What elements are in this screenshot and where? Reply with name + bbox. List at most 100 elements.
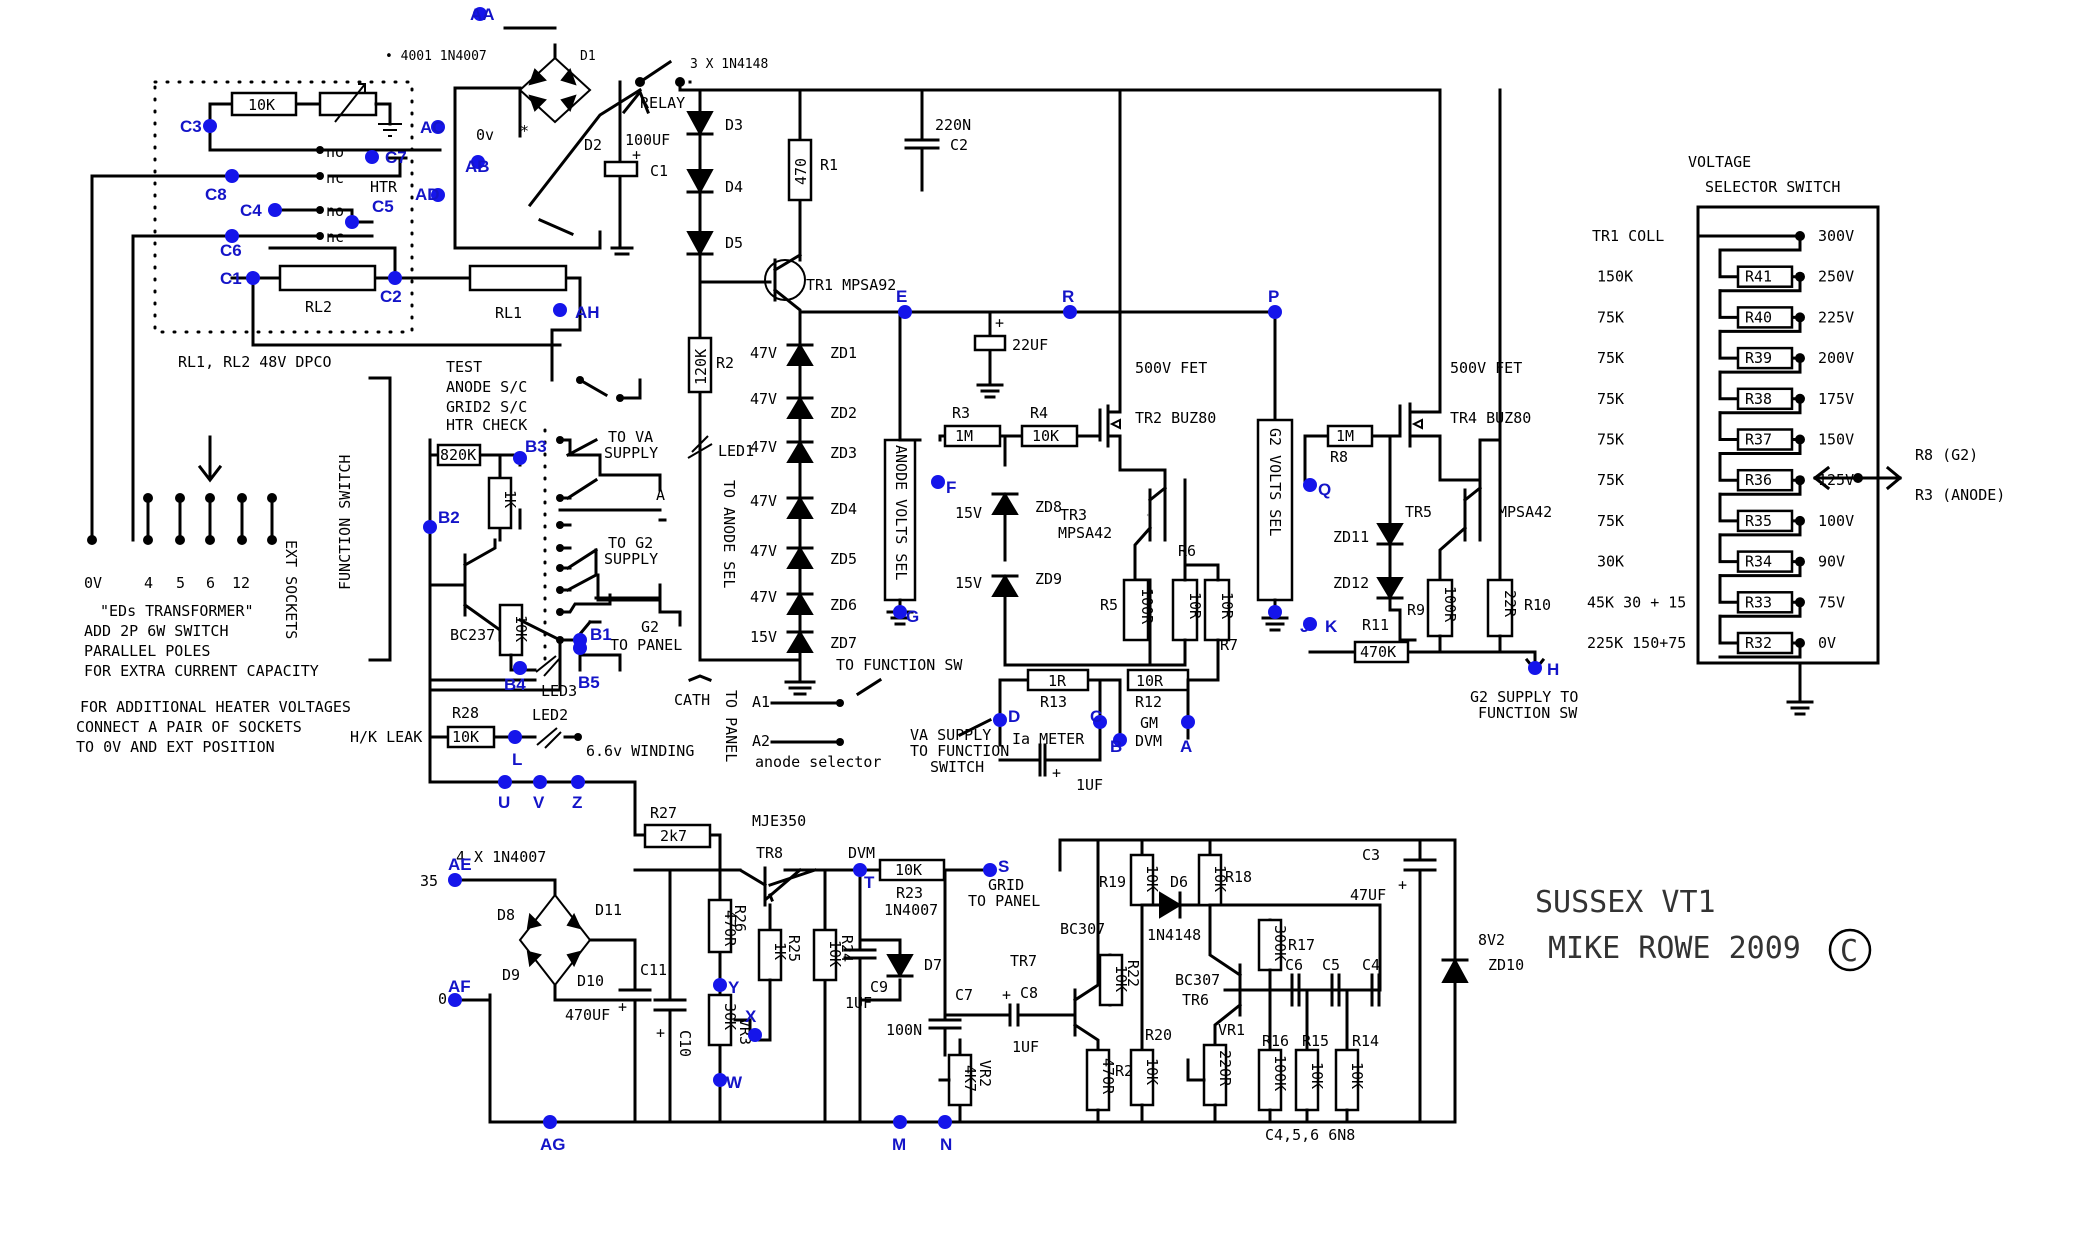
label-r24-value: 10K <box>826 940 844 967</box>
selector-volt-1: 250V <box>1818 268 1854 286</box>
resistor-r2 <box>687 336 713 394</box>
relay-coil-rl1 <box>468 264 568 292</box>
selector-volt-6: 125V <box>1818 471 1854 489</box>
label-to-g2: TO G2 <box>608 534 653 552</box>
test-point-ab <box>471 155 485 169</box>
label-220n: 220N <box>935 116 971 134</box>
selector-volt-9: 75V <box>1818 593 1845 611</box>
relay-coil-rl2 <box>278 264 377 292</box>
label-grid-to-panel: TO PANEL <box>968 892 1040 910</box>
selector-left-2: 75K <box>1597 308 1624 326</box>
selector-res-label-9: R33 <box>1745 593 1772 611</box>
selector-res-label-2: R40 <box>1745 308 1772 326</box>
label-r19-value: 10K <box>1143 865 1161 892</box>
label-r22: R22 <box>1124 960 1142 987</box>
test-point-b5 <box>573 641 587 655</box>
label-tr1: TR1 MPSA92 <box>806 276 896 294</box>
test-point-k <box>1303 617 1317 631</box>
label-test: TEST <box>446 358 482 376</box>
selector-left-9: 45K 30 + 15 <box>1587 593 1686 611</box>
label-relay: RELAY <box>640 94 685 112</box>
test-point-label-x: X <box>745 1007 757 1026</box>
test-point-c <box>1093 715 1107 729</box>
test-point-label-r: R <box>1062 287 1074 306</box>
selector-box <box>1696 205 1880 665</box>
test-point-h <box>1528 661 1542 675</box>
label-to-anode-sel: TO ANODE SEL <box>720 480 738 588</box>
label-r16-value: 100K <box>1271 1055 1289 1091</box>
label-r26-value: 470R <box>721 910 739 947</box>
label-d1d: D1 <box>580 49 596 64</box>
selector-resistor-r41 <box>1736 265 1794 288</box>
label-r19: R19 <box>1099 873 1126 891</box>
selector-resistor-r36 <box>1736 468 1794 492</box>
test-point-label-c3: C3 <box>180 117 202 136</box>
label-r3-anode: R3 (ANODE) <box>1915 486 2005 504</box>
label-1uf-meter: 1UF <box>1076 776 1103 794</box>
selector-left-3: 75K <box>1597 349 1624 367</box>
label-100uf: 100UF <box>625 131 670 149</box>
label-cath: CATH <box>674 691 710 709</box>
label-eds-2: ADD 2P 6W SWITCH <box>84 622 229 640</box>
label-to-panel-cath: TO PANEL <box>722 690 740 762</box>
label-tr4: TR4 BUZ80 <box>1450 409 1531 427</box>
label-rl1: RL1 <box>495 304 522 322</box>
label-r7-value: 10R <box>1218 592 1236 620</box>
test-point-label-m: M <box>892 1135 906 1154</box>
label-r25: R25 <box>785 935 803 962</box>
selector-volt-2: 225V <box>1818 308 1854 326</box>
label-d9: D9 <box>502 966 520 984</box>
label-r8: R8 <box>1330 448 1348 466</box>
test-point-n <box>938 1115 952 1129</box>
label-tr7: TR7 <box>1010 952 1037 970</box>
label-d4: D4 <box>725 178 743 196</box>
selector-tap-6 <box>1718 478 1802 496</box>
test-point-w <box>713 1073 727 1087</box>
test-point-label-b4: B4 <box>504 675 526 694</box>
label-r8-value: 1M <box>1336 427 1354 445</box>
label-rl2: RL2 <box>305 298 332 316</box>
label-tr8: TR8 <box>756 844 783 862</box>
label-socket-12: 12 <box>232 574 250 592</box>
label-1n4007: 1N4007 <box>884 901 938 919</box>
label-d6: D6 <box>1170 873 1188 891</box>
selector-left-1: 150K <box>1597 268 1633 286</box>
test-point-label-a: A <box>1180 737 1192 756</box>
label-r23: R23 <box>896 884 923 902</box>
test-point-b4 <box>513 661 527 675</box>
test-point-y <box>713 978 727 992</box>
selector-left-6: 75K <box>1597 471 1624 489</box>
test-point-label-u: U <box>498 793 510 812</box>
label-100n: 100N <box>886 1021 922 1039</box>
label-1uf-c8: 1UF <box>1012 1038 1039 1056</box>
test-point-f <box>931 475 945 489</box>
label-socket-6: 6 <box>206 574 215 592</box>
label-socket-0v: 0V <box>84 574 102 592</box>
test-point-label-w: W <box>726 1073 743 1092</box>
label-no-1: no <box>326 143 344 161</box>
label-r28-value: 10K <box>452 728 479 746</box>
label-c11: C11 <box>640 961 667 979</box>
selector-tap-2 <box>1718 315 1802 333</box>
label-led1: LED1 <box>718 442 754 460</box>
label-d2: D2 <box>584 136 602 154</box>
test-point-r <box>1063 305 1077 319</box>
title-line-1: SUSSEX VT1 <box>1535 885 1716 920</box>
test-point-label-t: T <box>864 873 875 892</box>
selector-tap-3 <box>1718 356 1802 374</box>
label-c8: C8 <box>1020 984 1038 1002</box>
label-plus-c8: + <box>1002 986 1011 1004</box>
label-r9-value: 100R <box>1441 586 1459 623</box>
test-point-label-aa: AA <box>470 5 495 24</box>
test-point-label-f: F <box>946 478 956 497</box>
label-3x1n4148: 3 X 1N4148 <box>690 57 768 72</box>
test-point-ad <box>431 188 445 202</box>
test-point-label-c2: C2 <box>380 287 402 306</box>
label-htr: HTR <box>370 178 398 196</box>
label-500v-fet-tr4: 500V FET <box>1450 359 1522 377</box>
selector-tap-4 <box>1718 397 1802 415</box>
selector-volt-5: 150V <box>1818 431 1854 449</box>
label-mpsa42-tr5: MPSA42 <box>1498 503 1552 521</box>
label-zd9: ZD9 <box>1035 570 1062 588</box>
